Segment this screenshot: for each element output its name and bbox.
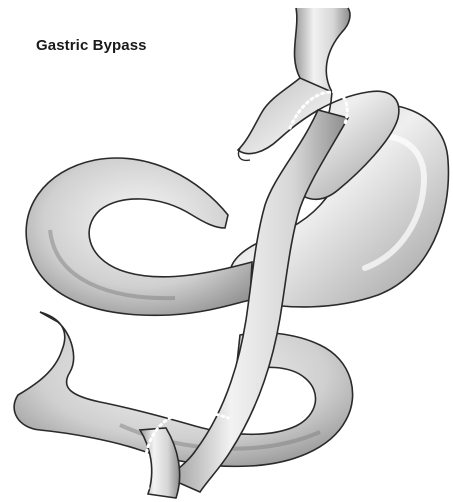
jejunum-upper-loop — [26, 158, 252, 315]
